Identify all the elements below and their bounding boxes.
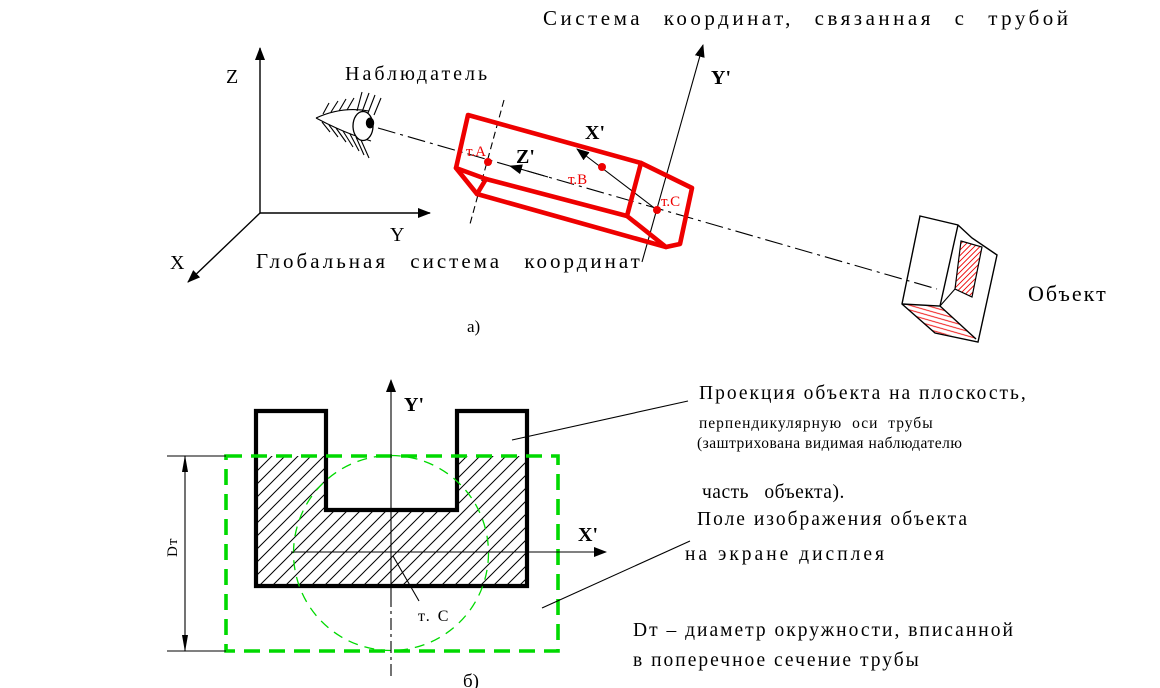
observer-label: Наблюдатель	[345, 63, 490, 85]
point-c-label-b: т. С	[418, 608, 450, 625]
object-bottom-face-hatch	[902, 304, 976, 339]
figure-title: Система координат, связанная с трубой	[543, 6, 1072, 30]
u-profile-outline	[253, 408, 530, 589]
axis-y-label: Y	[390, 224, 404, 246]
panel-a: Система координат, связанная с трубой Z …	[170, 6, 1108, 343]
point-b-dot	[598, 163, 606, 171]
panel-b: Y' X' Dт т. С Проекция объекта на плоско…	[165, 379, 1028, 688]
point-a-label: т.А	[466, 144, 486, 160]
object-notch-hatch	[954, 240, 983, 298]
tube: т.А т.В т.С	[453, 112, 695, 250]
axis-xp-label-b: X'	[578, 524, 598, 546]
panel-a-caption: а)	[467, 317, 480, 336]
field-leader	[541, 540, 691, 609]
tube-axes: Y' X' Z'	[509, 44, 731, 263]
tube-end-cap	[624, 160, 669, 250]
dt-label: Dт	[165, 538, 181, 557]
object-silhouette	[901, 215, 998, 343]
axis-x-line	[187, 212, 261, 283]
pupil	[365, 117, 375, 129]
note-projection-line4: часть объекта).	[702, 482, 845, 503]
note-projection-line1: Проекция объекта на плоскость,	[699, 383, 1028, 404]
eyelashes	[321, 91, 382, 159]
axis-yp-label-b: Y'	[404, 394, 424, 416]
point-c-leader	[392, 555, 420, 602]
dim-extension-lines	[167, 455, 226, 652]
note-dim-line2: в поперечное сечение трубы	[633, 650, 921, 671]
axis-zp-label: Z'	[516, 146, 535, 168]
note-projection-line2: перпендикулярную оси трубы	[699, 415, 934, 432]
dimension-dt: Dт	[165, 455, 226, 652]
note-field-line1: Поле изображения объекта	[697, 509, 969, 530]
point-b-label: т.В	[568, 172, 587, 188]
tube-near-edge	[483, 176, 630, 219]
point-a-dot	[484, 158, 492, 166]
axis-yp-label: Y'	[711, 67, 731, 89]
object-label: Объект	[1028, 281, 1108, 306]
point-c-dot	[653, 206, 661, 214]
global-cs-label: Глобальная система координат	[256, 249, 643, 273]
object-3d	[901, 215, 998, 343]
axis-yp-line	[641, 44, 705, 263]
eye-icon	[315, 91, 382, 159]
axis-x-label: X	[170, 252, 185, 274]
point-c-label: т.С	[661, 194, 680, 210]
tube-silhouette	[453, 112, 695, 250]
projection-leader	[511, 400, 689, 441]
note-projection-line3: (заштрихована видимая наблюдателю	[697, 435, 962, 452]
note-dim-line1: Dт – диаметр окружности, вписанной	[633, 620, 1015, 641]
panel-b-caption: б)	[463, 671, 479, 688]
axis-xp-line	[576, 148, 658, 211]
object-notch-edge	[939, 288, 956, 307]
axis-zp-arrow	[509, 164, 549, 178]
axis-z-label: Z	[226, 66, 238, 88]
note-field-line2: на экране дисплея	[685, 544, 887, 565]
global-axes: Z Y X	[170, 47, 431, 283]
axis-xp-label: X'	[585, 122, 605, 144]
inscribed-circle	[292, 454, 490, 652]
